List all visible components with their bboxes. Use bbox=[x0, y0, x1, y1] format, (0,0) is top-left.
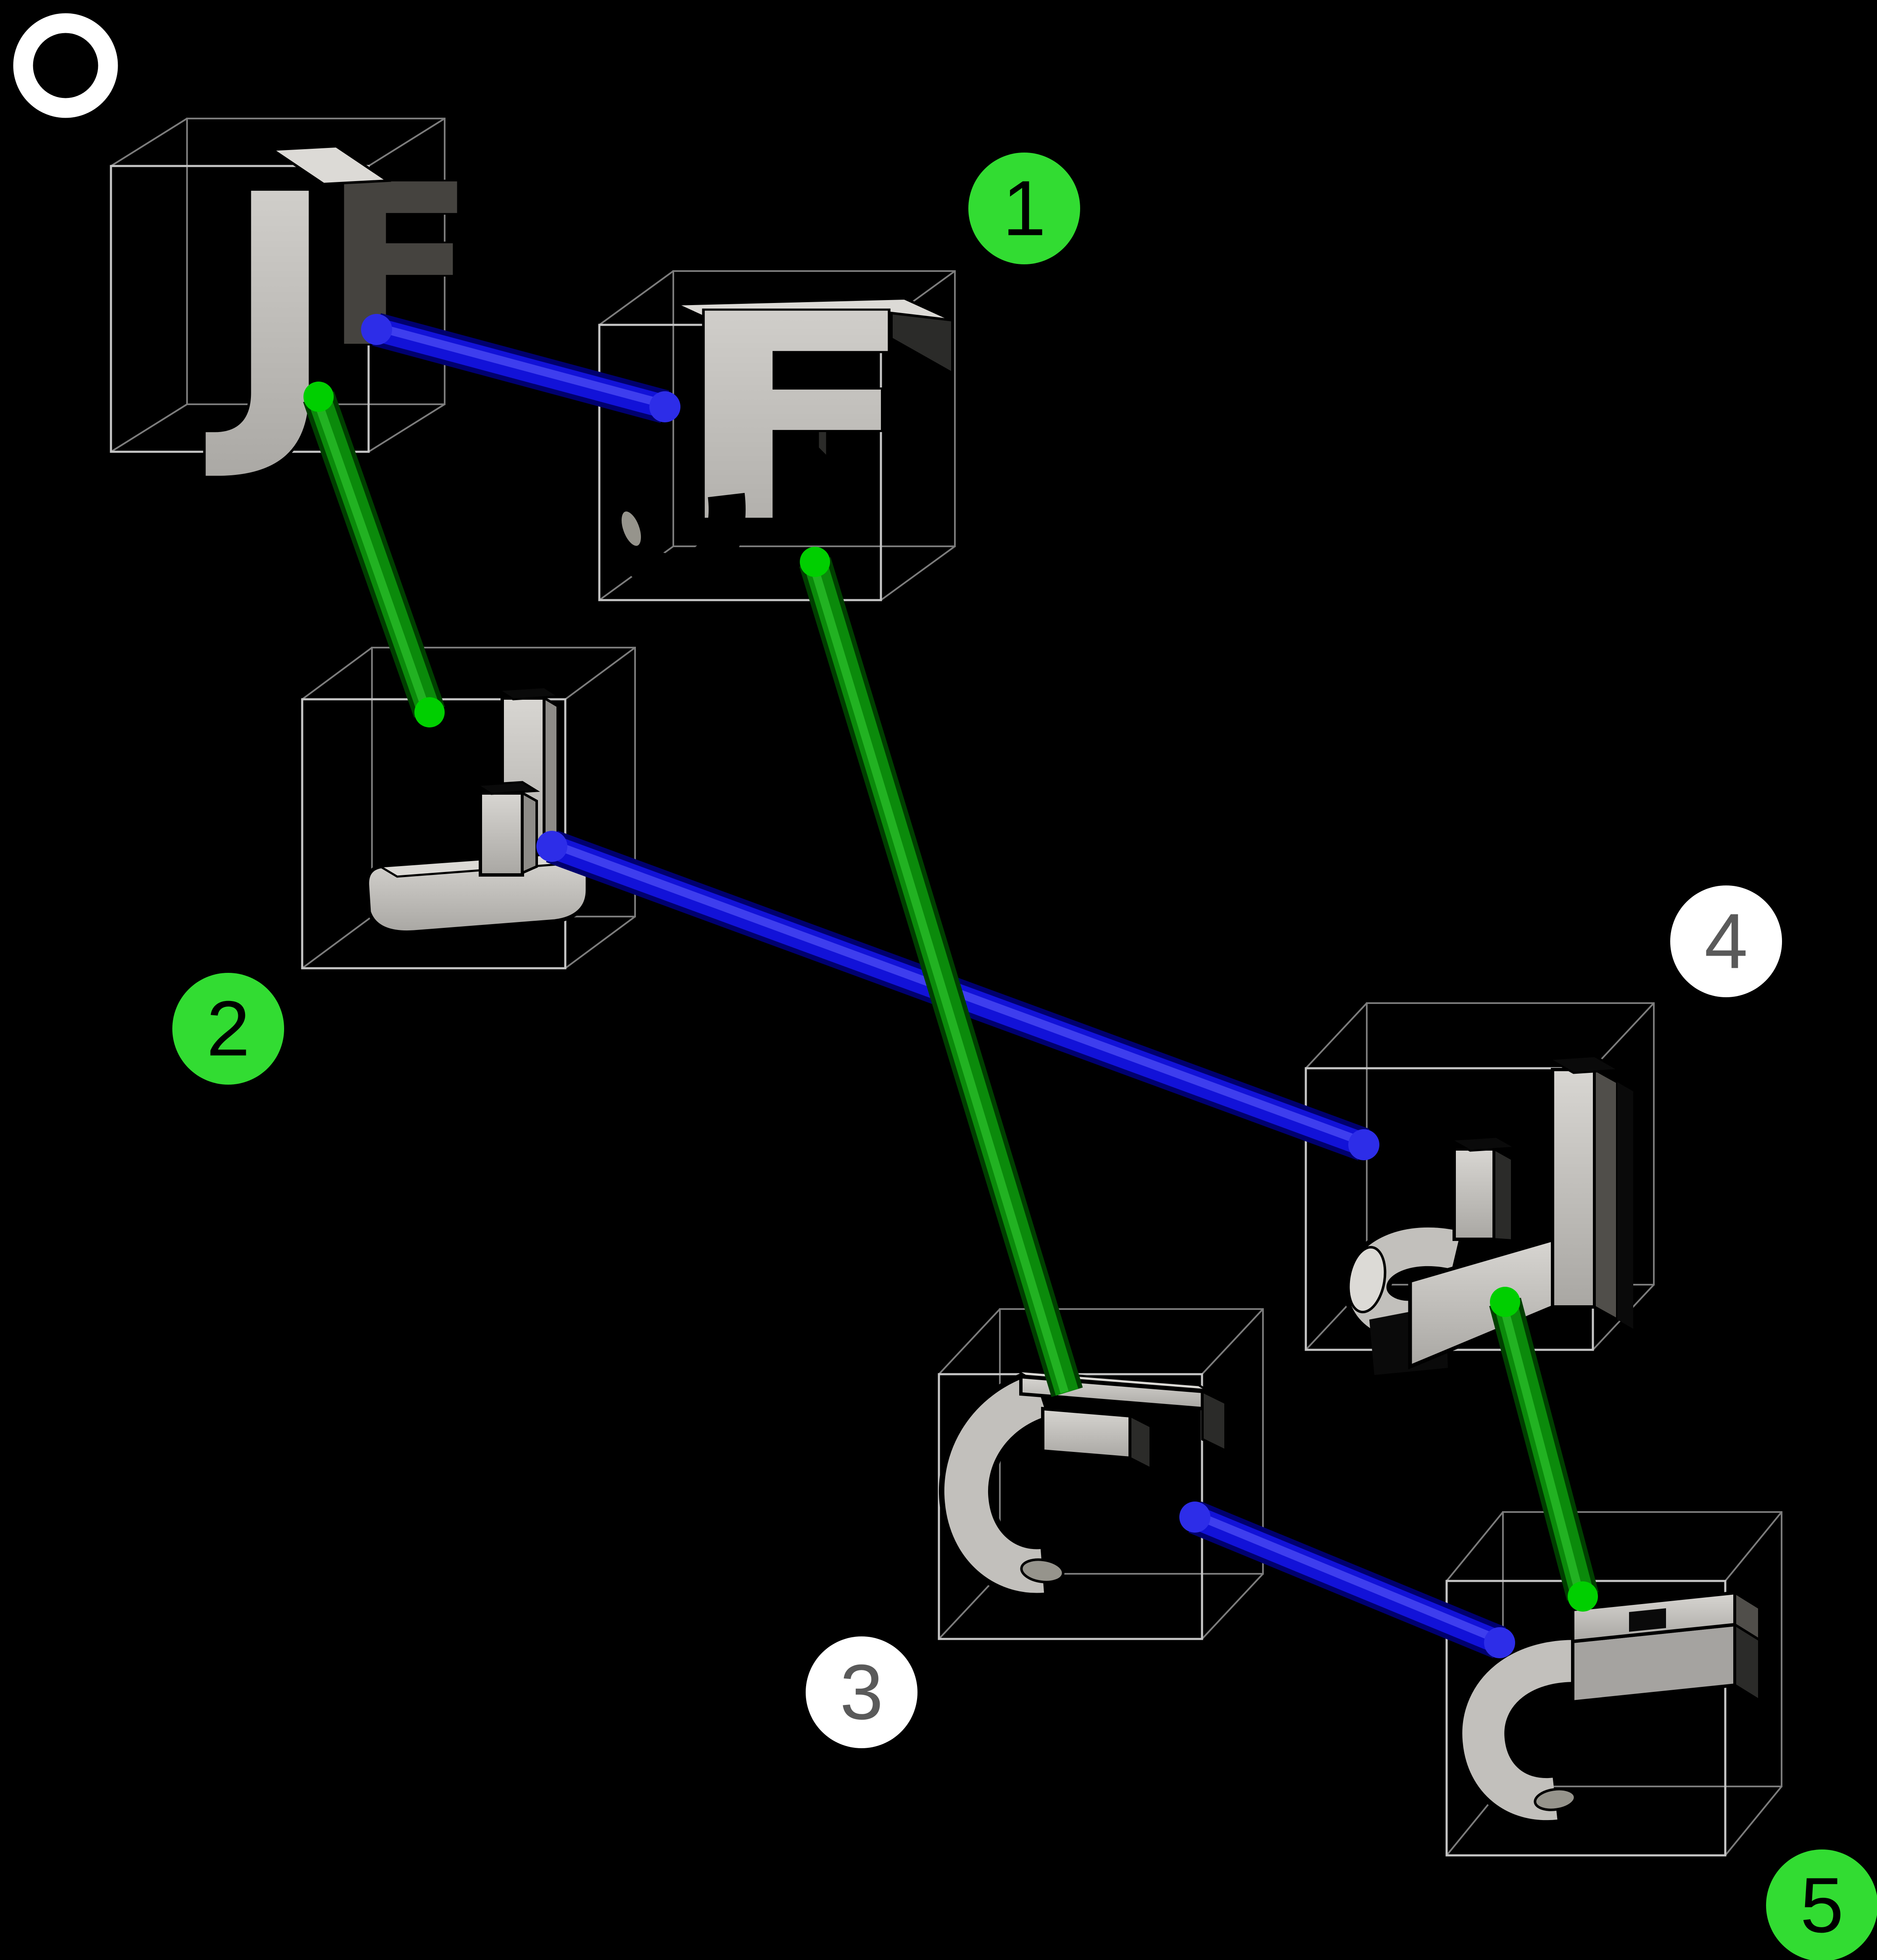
letter-midarm-side-face bbox=[817, 400, 828, 460]
badge-2: 2 bbox=[172, 973, 284, 1085]
letter-F-front-face: F bbox=[672, 255, 918, 585]
bar-front bbox=[1551, 1068, 1596, 1309]
tube-end-cap bbox=[1179, 1502, 1210, 1533]
object-2-letter-JF bbox=[365, 686, 590, 935]
post-side bbox=[1493, 1146, 1513, 1242]
tube-green-4-5 bbox=[1489, 1287, 1599, 1612]
post-top-cap bbox=[496, 686, 562, 701]
letter-mid-post bbox=[474, 781, 540, 877]
object-4-letter-JF bbox=[1343, 1055, 1633, 1375]
bar-end-face bbox=[1129, 1414, 1152, 1471]
letter-top-face bbox=[268, 145, 392, 186]
badge-4: 4 bbox=[1670, 885, 1782, 997]
tube-end-cap bbox=[1348, 1129, 1379, 1160]
badge-number: 4 bbox=[1704, 898, 1748, 985]
bar-top-cap bbox=[1545, 1055, 1623, 1074]
post-top-cap bbox=[1447, 1135, 1519, 1152]
object-5-letter-JF bbox=[1457, 1590, 1761, 1826]
tube-end-cap bbox=[1490, 1287, 1520, 1317]
badge-circle bbox=[172, 973, 284, 1085]
post-side bbox=[521, 790, 538, 875]
tube-green-reference-2 bbox=[303, 382, 445, 727]
badge-circle bbox=[806, 1636, 917, 1748]
curve-cut-face bbox=[1534, 1788, 1576, 1811]
tube-end-cap bbox=[414, 697, 445, 727]
cube-connector-edges bbox=[938, 1308, 1264, 1640]
post-front bbox=[1453, 1147, 1496, 1241]
bar-side bbox=[1593, 1067, 1619, 1322]
tube-end-cap bbox=[303, 382, 334, 412]
bar-side-dark bbox=[1617, 1082, 1633, 1329]
badge-1: 1 bbox=[968, 153, 1080, 264]
tube-highlight bbox=[1498, 1301, 1584, 1598]
tube-highlight bbox=[1193, 1510, 1501, 1644]
curve-cut-face bbox=[1020, 1558, 1065, 1583]
cube-connector-edges bbox=[301, 647, 636, 969]
curve-body bbox=[944, 1374, 1048, 1593]
tube-green-1-3 bbox=[799, 547, 1083, 1397]
badge-circle bbox=[1766, 1849, 1877, 1960]
cube-connector-edges bbox=[598, 270, 956, 601]
letter-mid-post bbox=[1447, 1135, 1519, 1242]
badge-number: 3 bbox=[840, 1649, 883, 1736]
tube-end-cap bbox=[536, 831, 567, 862]
badge-5: 5 bbox=[1766, 1849, 1877, 1960]
letter-tall-bar bbox=[1545, 1055, 1633, 1329]
tube-end-cap bbox=[800, 547, 830, 577]
reference-ring-icon bbox=[13, 13, 118, 118]
cube-connector-edges bbox=[110, 118, 446, 453]
hook-cut-face bbox=[1347, 1246, 1387, 1314]
cube-front-face bbox=[110, 165, 370, 453]
letter-notch bbox=[1629, 1608, 1666, 1632]
letter-mid-bar bbox=[1041, 1407, 1152, 1471]
tube-end-cap bbox=[649, 391, 680, 422]
letter-end-face bbox=[1734, 1590, 1761, 1642]
tube-end-cap bbox=[361, 314, 392, 345]
letter-side-face bbox=[890, 311, 954, 376]
tube-end-cap bbox=[1484, 1627, 1515, 1658]
object-1-letter-JF: F bbox=[614, 252, 954, 591]
tube-highlight bbox=[312, 395, 431, 714]
tube-end-cap bbox=[1568, 1581, 1598, 1612]
tube-highlight bbox=[808, 561, 1069, 1394]
badge-3: 3 bbox=[806, 1636, 917, 1748]
badge-circle bbox=[1670, 885, 1782, 997]
post-top-cap bbox=[474, 781, 540, 795]
post-front bbox=[479, 791, 524, 877]
tube-blue-3-5 bbox=[1179, 1502, 1515, 1658]
curve-body bbox=[1462, 1640, 1595, 1820]
badge-circle bbox=[968, 153, 1080, 264]
bar-end-face bbox=[1201, 1389, 1227, 1453]
letter-hook-cut-face bbox=[619, 509, 643, 548]
letter-J-hook-dark bbox=[614, 493, 746, 591]
badge-number: 1 bbox=[1002, 165, 1046, 252]
cube-connector-edges bbox=[1446, 1511, 1782, 1856]
tube-blue-reference-1 bbox=[361, 313, 680, 423]
bar-front bbox=[1041, 1407, 1132, 1460]
tube-highlight bbox=[375, 323, 666, 408]
cube-connector-edges bbox=[1305, 1002, 1655, 1351]
badge-number: 5 bbox=[1800, 1862, 1843, 1949]
badge-number: 2 bbox=[206, 985, 250, 1072]
